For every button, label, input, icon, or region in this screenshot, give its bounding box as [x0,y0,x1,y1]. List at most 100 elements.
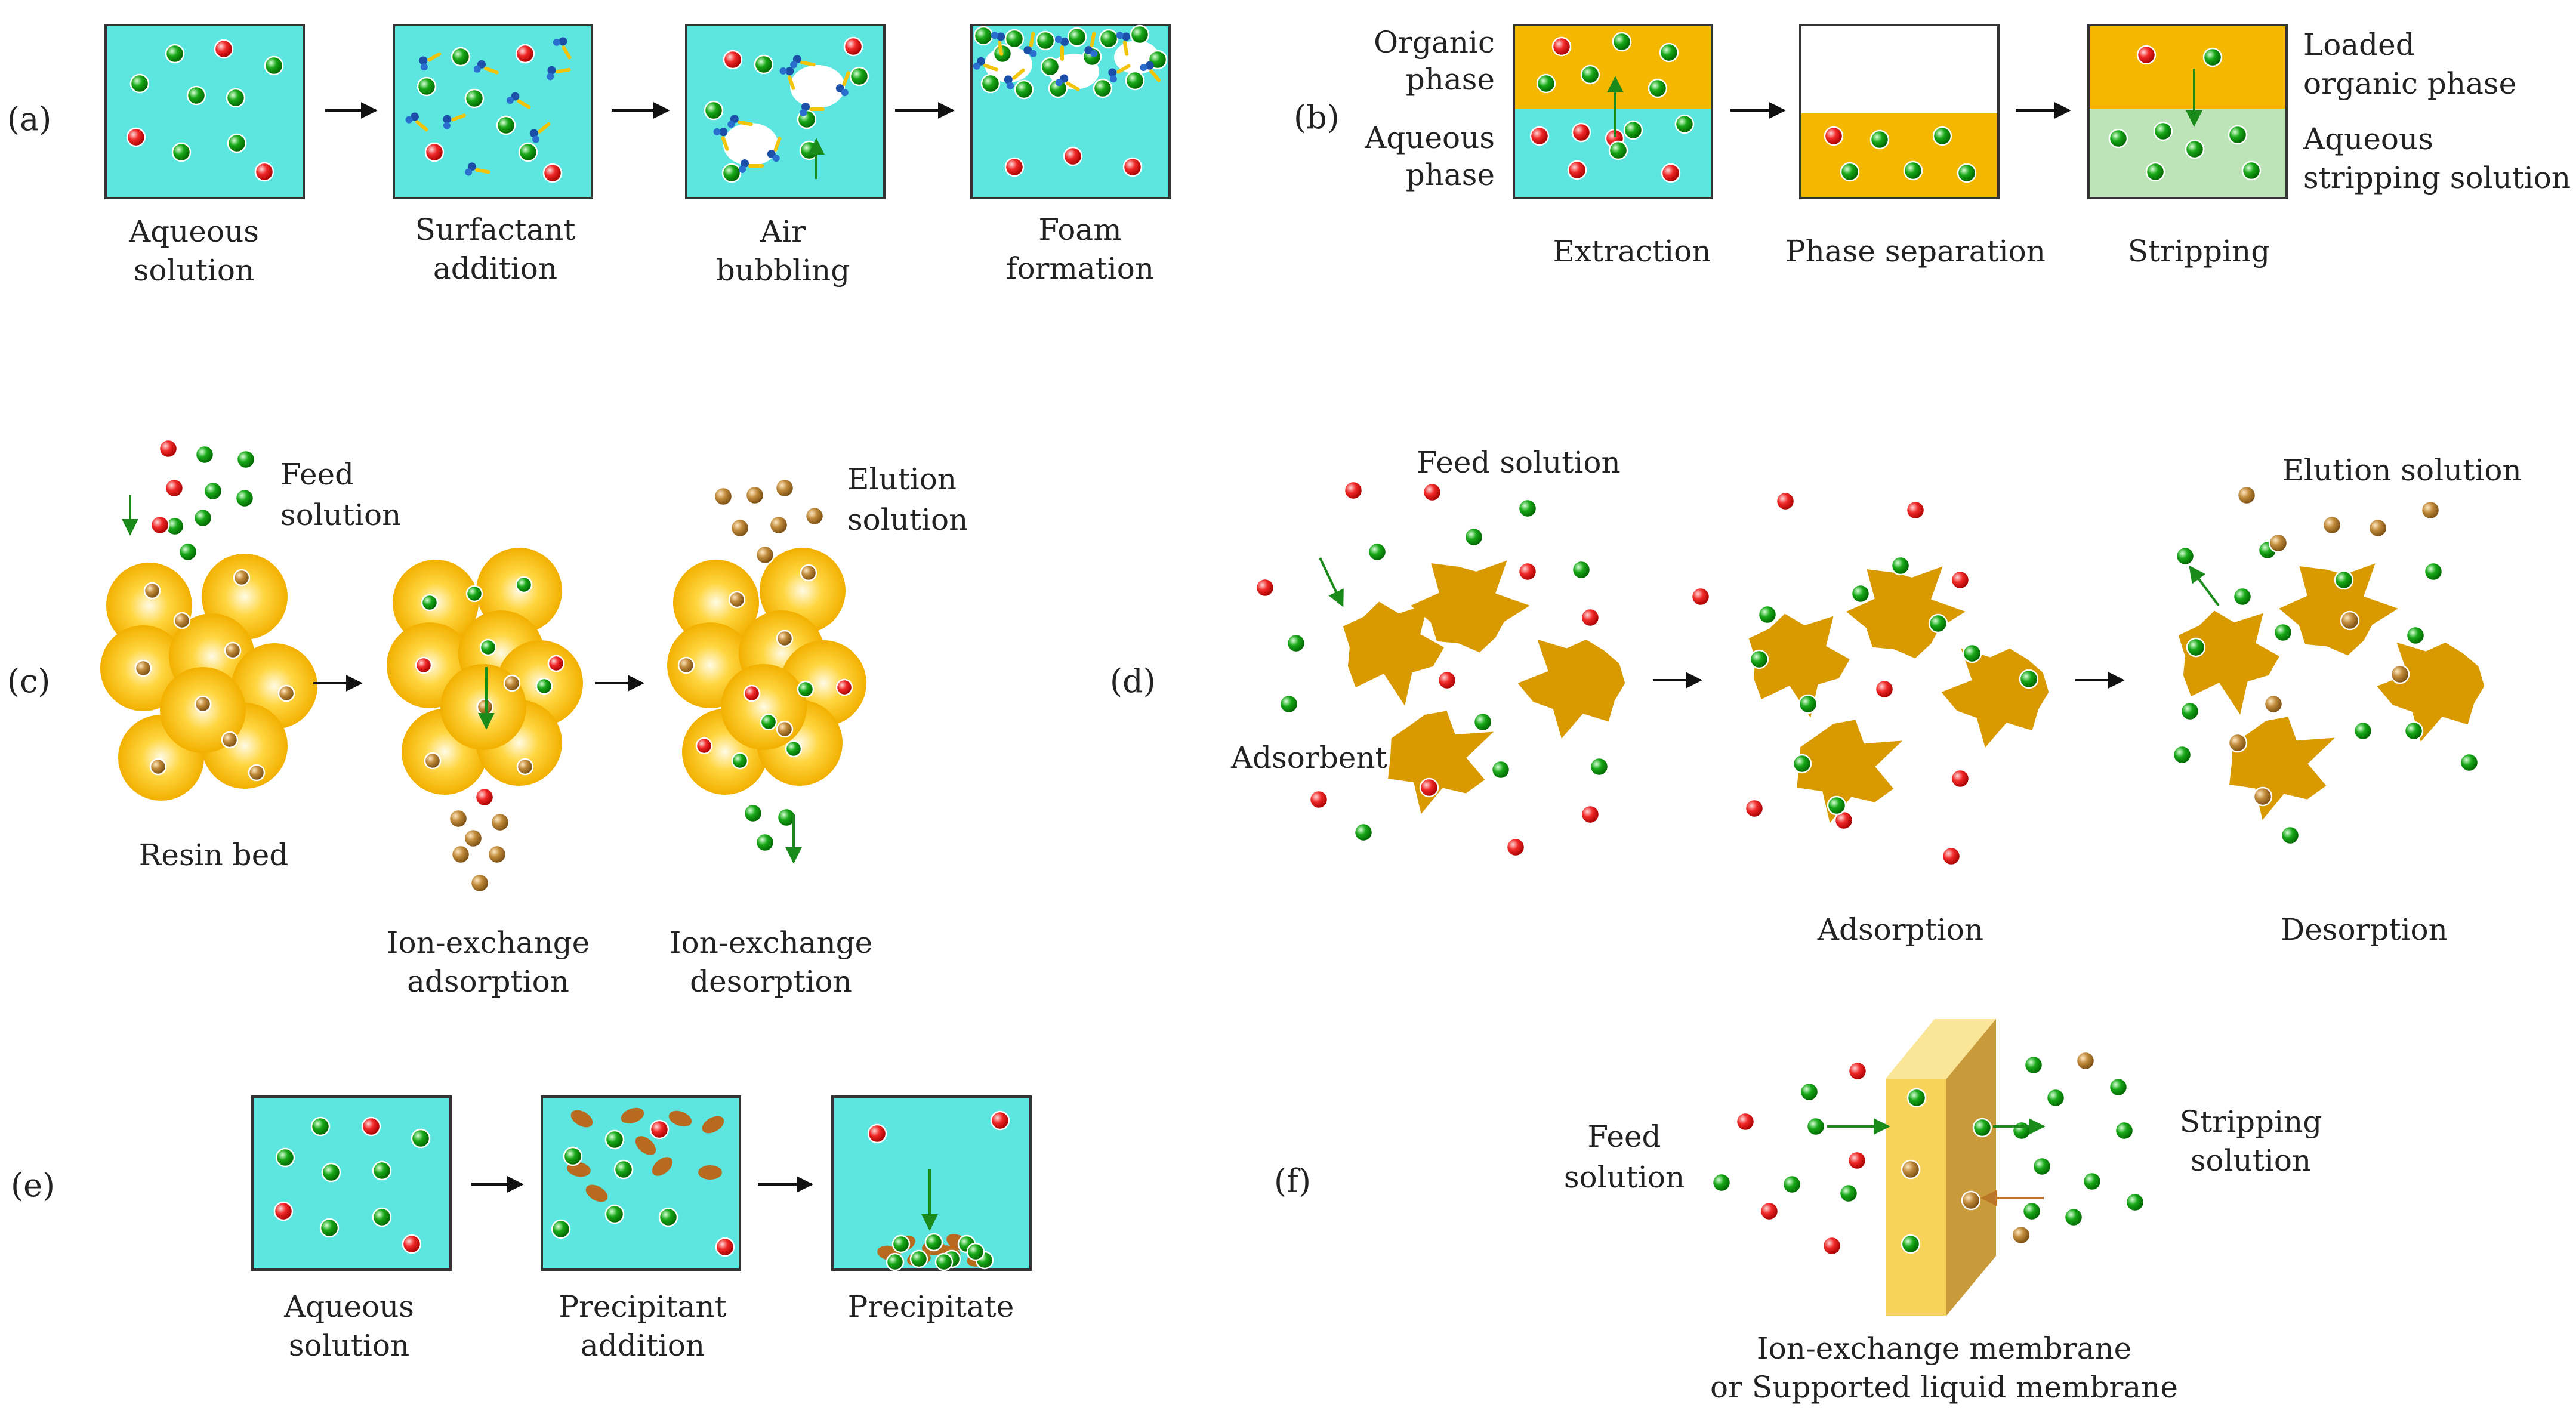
green-ion [518,142,538,162]
feed-arrow-d [1319,557,1344,607]
green-ion [1799,1082,1819,1102]
brown-ion [804,506,825,526]
surfactant-head [739,166,746,173]
green-ion [2186,637,2206,658]
red-ion [1063,146,1083,166]
red-ion [1824,126,1844,146]
label-elution-solution-d: Elution solution [2282,453,2521,487]
red-ion [1529,126,1550,146]
green-ion [2023,1055,2044,1075]
adsorbent-particle [1343,601,1444,706]
red-ion [1571,122,1591,143]
green-ion [2019,669,2039,689]
surfactant-head [841,89,849,97]
red-ion [402,1234,422,1254]
red-ion [254,162,274,182]
brown-ion [800,564,817,582]
surfactant-head [792,55,801,64]
green-ion [886,1252,905,1271]
green-ion [1464,527,1484,547]
green-ion [2108,128,2128,149]
brown-ion [221,731,239,749]
green-ion [264,55,284,76]
surfactant-tail [1012,68,1025,80]
surfactant-tail [997,41,1004,56]
surfactant-head [529,129,538,138]
green-ion [2423,561,2444,582]
surfactant-tail [983,63,998,72]
green-ion [2125,1192,2145,1212]
surfactant-molecule [529,122,551,143]
green-ion [891,1234,911,1254]
green-ion [203,481,223,501]
surfactant-head [1090,50,1098,57]
air-bubble [790,65,845,108]
surfactant-head [1055,36,1062,43]
green-ion [1517,498,1538,518]
surfactant-head [506,97,514,104]
green-ion [2404,721,2424,741]
green-ion [1035,30,1056,51]
resin-bed-2 [387,548,583,795]
surfactant-head [473,65,481,73]
surfactant-molecule [405,112,428,132]
surfactant-head [559,37,567,46]
ions-e1 [273,1116,431,1254]
surfactant-head [730,115,739,124]
surfactant-head [1122,32,1131,41]
brown-ion [470,873,490,893]
surfactant-head [547,73,554,81]
green-ion [235,488,255,508]
green-ion [195,445,215,465]
precipitant-particle [585,1184,608,1202]
green-ion [721,163,742,183]
green-ion [704,100,724,121]
resin-bead [721,664,807,750]
label-adsorbent: Adsorbent [1230,740,1387,775]
surfactant-molecule [1108,64,1131,83]
brown-ion [516,758,534,776]
red-ion [1309,789,1329,810]
green-ion [421,594,439,612]
surfactant-head [1145,61,1154,70]
surfactant-head [719,128,728,137]
ions-a1 [126,39,284,182]
brown-ion [769,515,789,535]
green-ion [451,47,471,67]
desorption-arrow-d [2189,565,2220,607]
green-ion [2153,121,2173,141]
surfactant-tail [538,122,551,134]
label-resin-bed: Resin bed [139,838,289,872]
brown-ion [2268,533,2288,553]
green-ion [464,88,485,109]
green-ion [2232,587,2253,607]
feed-ions-d1 [1255,480,1609,857]
red-ion [1744,798,1764,819]
green-ion [2280,825,2300,845]
surfactant-head [1140,64,1147,72]
surfactant-molecule [991,32,1005,56]
green-ion [2334,570,2354,590]
red-ion [542,163,563,183]
label-precipitate: Precipitate [848,1289,1014,1324]
red-ion [424,142,445,162]
green-ion [2180,701,2200,721]
membrane-front [1886,1079,1946,1316]
green-ion [1659,42,1679,63]
green-ion [1890,555,1911,576]
green-ion [1648,78,1668,98]
ions-d3 [2172,485,2479,845]
surfactant-tail [1060,45,1064,61]
green-ion [2108,1077,2128,1097]
surfactant-tail [556,67,571,74]
red-ion [1580,804,1600,825]
precipitate-pile [877,1233,994,1271]
green-ion [2022,1201,2042,1221]
